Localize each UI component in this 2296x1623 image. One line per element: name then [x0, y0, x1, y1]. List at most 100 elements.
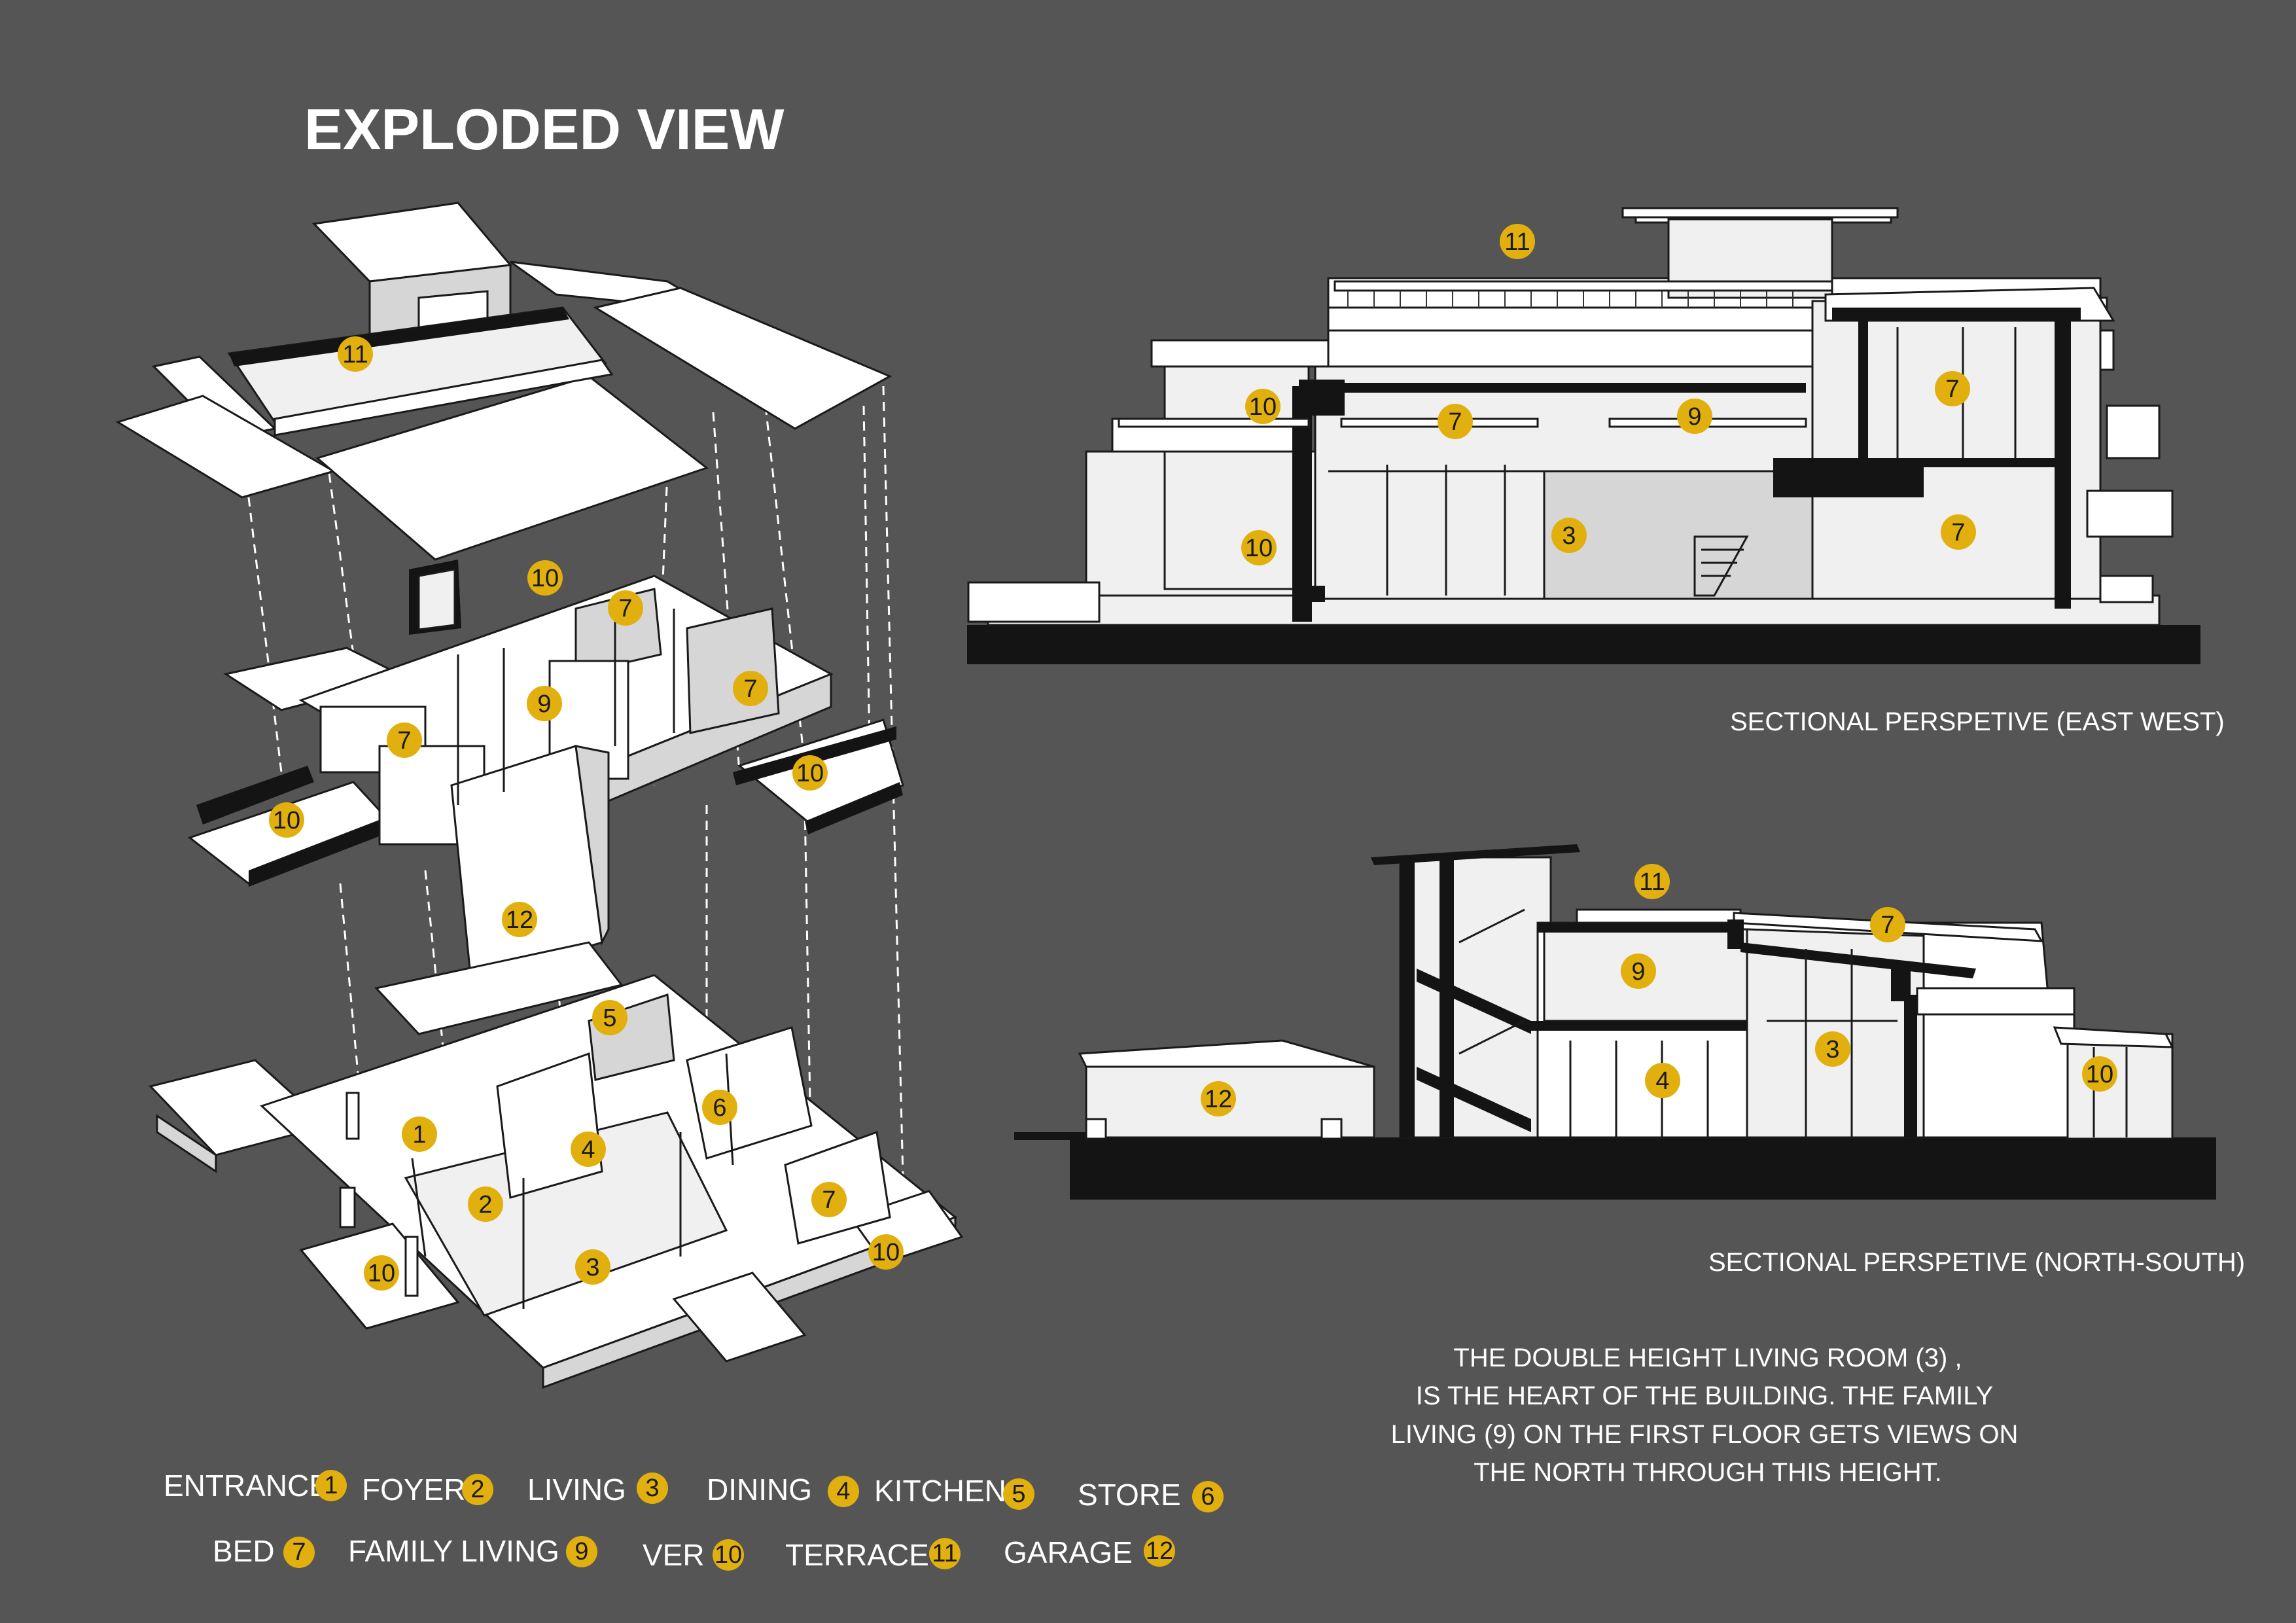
ground-slab-ns [1070, 1137, 2216, 1200]
svg-text:6: 6 [1201, 1483, 1214, 1510]
svg-text:1: 1 [324, 1472, 338, 1499]
svg-text:1: 1 [412, 1121, 426, 1149]
description-line: THE DOUBLE HEIGHT LIVING ROOM (3) , [1453, 1344, 1962, 1372]
ew-markers: 11 10 7 9 7 10 3 7 [1241, 224, 1976, 565]
ground-floor-level [149, 941, 964, 1389]
svg-text:11: 11 [342, 341, 368, 368]
marker-10: 10 [792, 755, 828, 791]
marker-6: 6 [702, 1090, 737, 1125]
marker-3: 3 [1551, 518, 1587, 553]
svg-text:9: 9 [1687, 403, 1701, 431]
exploded-view-drawing: 11 10 7 7 9 7 10 10 12 5 6 1 4 2 7 10 3 … [115, 202, 964, 1389]
svg-text:10: 10 [1245, 535, 1273, 562]
marker-12: 12 [1201, 1081, 1236, 1116]
legend-item-foyer: FOYER 2 [362, 1472, 493, 1507]
svg-text:9: 9 [1631, 958, 1645, 986]
svg-text:5: 5 [1012, 1480, 1025, 1508]
marker-10: 10 [2082, 1056, 2117, 1092]
balustrade-ew [1118, 280, 1833, 428]
svg-text:BED: BED [213, 1534, 275, 1568]
svg-text:3: 3 [586, 1254, 599, 1281]
legend-item-bed: BED 7 [213, 1534, 315, 1568]
svg-text:10: 10 [368, 1260, 395, 1287]
description-line: IS THE HEART OF THE BUILDING. THE FAMILY [1416, 1382, 1993, 1410]
marker-12: 12 [502, 902, 537, 937]
svg-text:12: 12 [1205, 1086, 1232, 1113]
svg-text:11: 11 [1504, 228, 1530, 256]
marker-11: 11 [338, 336, 373, 372]
svg-text:10: 10 [273, 807, 300, 834]
first-floor-level [187, 560, 904, 983]
marker-7: 7 [811, 1182, 847, 1217]
marker-7: 7 [733, 671, 768, 706]
ground-slab [967, 625, 2200, 664]
marker-9: 9 [1621, 954, 1656, 989]
svg-text:9: 9 [574, 1538, 588, 1565]
svg-text:LIVING: LIVING [527, 1472, 626, 1507]
marker-4: 4 [1645, 1063, 1680, 1098]
description-line: LIVING (9) ON THE FIRST FLOOR GETS VIEWS… [1391, 1420, 2019, 1449]
marker-1: 1 [402, 1116, 437, 1152]
stair-ns [1417, 908, 1531, 1132]
legend-item-garage: GARAGE 12 [1004, 1535, 1175, 1569]
title: EXPLODED VIEW [304, 97, 784, 162]
ns-markers: 11 7 9 3 4 12 10 [1201, 864, 2117, 1116]
legend-item-family-living: FAMILY LIVING 9 [348, 1534, 597, 1568]
svg-text:7: 7 [822, 1186, 836, 1214]
svg-text:9: 9 [537, 690, 551, 718]
svg-text:7: 7 [1881, 912, 1894, 939]
svg-text:FOYER: FOYER [362, 1472, 465, 1507]
marker-11: 11 [1634, 864, 1670, 899]
svg-text:11: 11 [1639, 868, 1665, 896]
marker-10: 10 [1241, 530, 1277, 565]
marker-7: 7 [1935, 371, 1970, 406]
caption-north-south: SECTIONAL PERSPETIVE (NORTH-SOUTH) [1708, 1248, 2245, 1277]
svg-text:STORE: STORE [1078, 1478, 1181, 1512]
description-block: THE DOUBLE HEIGHT LIVING ROOM (3) , IS T… [1391, 1344, 2019, 1487]
svg-text:10: 10 [796, 760, 824, 787]
svg-text:4: 4 [836, 1478, 850, 1505]
svg-text:5: 5 [603, 1005, 616, 1032]
svg-text:10: 10 [531, 565, 559, 592]
marker-10: 10 [1245, 389, 1280, 424]
marker-9: 9 [527, 686, 562, 721]
marker-7: 7 [1438, 404, 1473, 439]
svg-text:7: 7 [618, 595, 632, 622]
east-west-section-drawing: 11 10 7 9 7 10 3 7 [967, 207, 2200, 664]
svg-text:GARAGE: GARAGE [1004, 1535, 1133, 1569]
legend-item-kitchen: KITCHEN 5 [874, 1474, 1034, 1510]
marker-9: 9 [1677, 399, 1712, 434]
svg-text:DINING: DINING [707, 1472, 812, 1507]
description-line: THE NORTH THROUGH THIS HEIGHT. [1474, 1458, 1942, 1487]
svg-text:7: 7 [1448, 408, 1462, 436]
stair-ew [1693, 535, 1749, 597]
svg-text:3: 3 [1562, 522, 1576, 550]
legend: ENTRANCE 1 FOYER 2 LIVING 3 DINING 4 KIT… [164, 1469, 1224, 1572]
svg-text:FAMILY LIVING: FAMILY LIVING [348, 1534, 559, 1568]
marker-7: 7 [1870, 907, 1905, 942]
svg-text:2: 2 [478, 1191, 492, 1219]
marker-3: 3 [1815, 1031, 1850, 1067]
marker-7: 7 [1941, 514, 1976, 550]
marker-10: 10 [364, 1255, 399, 1291]
marker-2: 2 [468, 1186, 503, 1222]
glazing-ns [1569, 949, 2128, 1137]
svg-text:2: 2 [470, 1476, 484, 1503]
marker-10: 10 [868, 1234, 904, 1270]
svg-text:12: 12 [1146, 1537, 1173, 1565]
svg-text:10: 10 [872, 1239, 900, 1266]
legend-item-terrace: TERRACE 11 [785, 1538, 961, 1572]
svg-text:TERRACE: TERRACE [785, 1538, 929, 1572]
exploded-markers: 11 10 7 7 9 7 10 10 12 5 6 1 4 2 7 10 3 … [269, 336, 904, 1291]
roof-level [115, 202, 892, 561]
marker-10: 10 [269, 802, 304, 838]
marker-11: 11 [1500, 224, 1535, 259]
marker-3: 3 [575, 1249, 610, 1285]
legend-item-ver: VER 10 [643, 1538, 744, 1572]
caption-east-west: SECTIONAL PERSPETIVE (EAST WEST) [1730, 707, 2225, 736]
marker-5: 5 [592, 1000, 627, 1035]
legend-item-living: LIVING 3 [527, 1472, 668, 1507]
marker-10: 10 [527, 560, 563, 596]
svg-text:6: 6 [713, 1094, 726, 1122]
